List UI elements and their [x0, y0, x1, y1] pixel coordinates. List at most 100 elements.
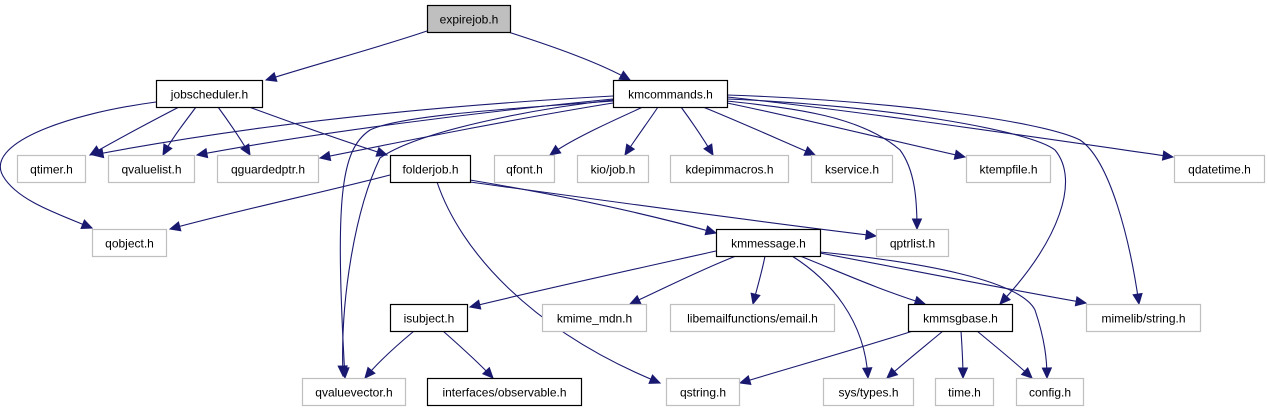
- edge-kmmessage-to-mimelib: [819, 252, 1088, 307]
- arrowhead-icon: [468, 299, 482, 310]
- arrowhead-icon: [481, 366, 494, 379]
- node-qdatetime: qdatetime.h: [1173, 154, 1266, 184]
- node-box: [875, 228, 950, 258]
- node-box: [91, 228, 168, 258]
- arrowhead-icon: [168, 221, 182, 232]
- edge-isubject-to-qvaluevector: [364, 330, 415, 379]
- node-label: kservice.h: [825, 163, 879, 177]
- edge-jobscheduler-to-qvaluelist: [162, 106, 197, 157]
- arrowhead-icon: [91, 147, 105, 159]
- node-box: [301, 377, 407, 407]
- arrowhead-icon: [999, 292, 1011, 305]
- nodes-layer: expirejob.h jobscheduler.h kmcommands.h qti…: [16, 4, 1266, 407]
- arrowhead-icon: [911, 218, 923, 231]
- edge-line: [629, 255, 737, 305]
- node-folderjob[interactable]: folderjob.h: [389, 154, 472, 184]
- node-label: ktempfile.h: [979, 163, 1037, 177]
- arrowhead-icon: [803, 146, 817, 156]
- edge-line: [726, 102, 966, 158]
- edge-line: [92, 95, 614, 156]
- edge-line: [469, 181, 877, 237]
- node-systypes: sys/types.h: [822, 377, 915, 407]
- edge-line: [469, 250, 717, 308]
- node-jobscheduler[interactable]: jobscheduler.h: [155, 79, 264, 109]
- node-box: [1173, 154, 1266, 184]
- node-qvaluelist: qvaluelist.h: [107, 154, 196, 184]
- edge-line: [819, 252, 1087, 304]
- node-isubject[interactable]: isubject.h: [389, 303, 469, 333]
- arrowhead-icon: [318, 150, 332, 162]
- edge-kmcommands-to-mimelib: [726, 94, 1143, 306]
- node-label: libemailfunctions/email.h: [687, 312, 818, 326]
- edge-line: [436, 181, 661, 384]
- node-box: [426, 4, 512, 34]
- node-box: [665, 377, 741, 407]
- node-kmime_mdn: kmime_mdn.h: [541, 303, 648, 333]
- node-label: kmmsgbase.h: [923, 312, 998, 326]
- arrowhead-icon: [1074, 295, 1088, 307]
- edge-line: [726, 100, 918, 230]
- node-label: qptrlist.h: [890, 237, 935, 251]
- node-box: [612, 79, 729, 109]
- arrowhead-icon: [1161, 150, 1175, 161]
- node-label: qfont.h: [506, 163, 543, 177]
- edge-kmmessage-to-systypes: [791, 255, 873, 380]
- node-kmmessage[interactable]: kmmessage.h: [715, 228, 822, 258]
- node-label: kio/job.h: [591, 163, 636, 177]
- node-box: [155, 79, 264, 109]
- node-box: [576, 154, 650, 184]
- edge-kmmessage-to-kmime_mdn: [628, 255, 737, 305]
- node-box: [426, 377, 583, 407]
- edge-line: [739, 330, 914, 384]
- edge-kmcommands-to-qptrlist: [726, 100, 923, 231]
- node-box: [1085, 303, 1202, 333]
- node-box: [669, 303, 836, 333]
- node-kmmsgbase[interactable]: kmmsgbase.h: [907, 303, 1014, 333]
- node-qvaluevector: qvaluevector.h: [301, 377, 407, 407]
- node-label: kdepimmacros.h: [685, 163, 773, 177]
- node-observable[interactable]: interfaces/observable.h: [426, 377, 583, 407]
- edge-folderjob-to-kmmessage: [469, 179, 718, 236]
- node-ktempfile: ktempfile.h: [965, 154, 1052, 184]
- arrowhead-icon: [364, 366, 376, 379]
- node-box: [669, 154, 790, 184]
- edge-expirejob-to-jobscheduler: [264, 30, 428, 82]
- node-kiojob: kio/job.h: [576, 154, 650, 184]
- edge-line: [799, 255, 926, 305]
- edge-kmcommands-to-qvaluevector: [339, 100, 614, 380]
- node-qtimer: qtimer.h: [16, 154, 87, 184]
- edge-kmmessage-to-libemail: [750, 255, 766, 306]
- node-kservice: kservice.h: [810, 154, 894, 184]
- edge-line: [976, 330, 1033, 379]
- node-box: [965, 154, 1052, 184]
- edges-layer: [0, 30, 1175, 386]
- edge-line: [469, 179, 717, 234]
- node-mimelib: mimelib/string.h: [1085, 303, 1202, 333]
- node-qguardedptr: qguardedptr.h: [216, 154, 320, 184]
- edge-line: [726, 96, 1174, 158]
- edge-line: [726, 94, 1140, 305]
- arrowhead-icon: [750, 292, 761, 306]
- node-kmcommands[interactable]: kmcommands.h: [612, 79, 729, 109]
- node-box: [1015, 377, 1085, 407]
- edge-line: [791, 255, 869, 379]
- edge-kmcommands-to-qtimer: [91, 95, 614, 159]
- edge-line: [89, 106, 180, 156]
- edge-kmmsgbase-to-qstring: [738, 330, 914, 386]
- node-label: qvaluevector.h: [315, 386, 392, 400]
- edge-line: [169, 174, 391, 230]
- edge-kmcommands-to-qguardedptr: [318, 102, 614, 162]
- node-label: mimelib/string.h: [1101, 312, 1185, 326]
- edge-kmmsgbase-to-config: [976, 330, 1033, 379]
- node-label: qvaluelist.h: [121, 163, 181, 177]
- node-label: config.h: [1029, 386, 1071, 400]
- edge-jobscheduler-to-folderjob: [248, 106, 389, 157]
- node-expirejob[interactable]: expirejob.h: [426, 4, 512, 34]
- node-box: [715, 228, 822, 258]
- arrowhead-icon: [861, 367, 873, 380]
- arrowhead-icon: [624, 143, 636, 157]
- arrowhead-icon: [339, 367, 350, 380]
- edge-line: [319, 102, 614, 159]
- edge-line: [726, 98, 1067, 305]
